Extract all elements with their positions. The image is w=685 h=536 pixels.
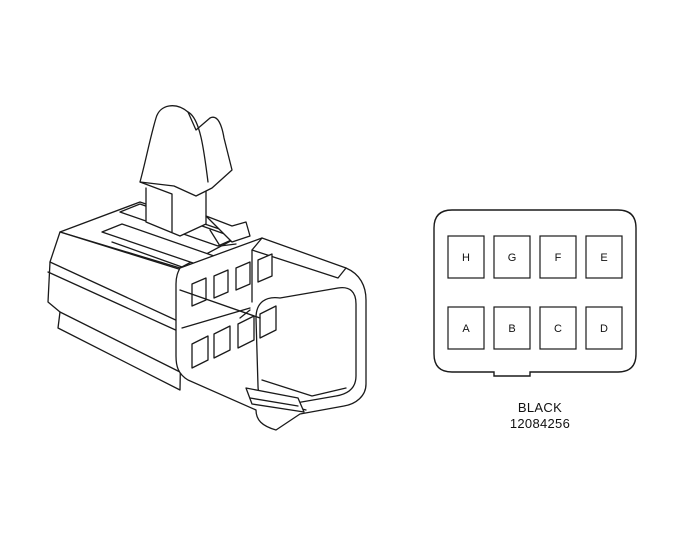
connector-part-number: 12084256	[509, 416, 571, 431]
pin-cavity-box	[585, 306, 623, 350]
pin-cavity: H	[447, 235, 485, 279]
pin-label-h: H	[462, 252, 470, 264]
pin-cavity: D	[585, 306, 623, 350]
pin-cavity-box	[447, 306, 485, 350]
pin-cavity: E	[585, 235, 623, 279]
pin-cavity: C	[539, 306, 577, 350]
pin-label-e: E	[600, 252, 607, 264]
pin-cavity: F	[539, 235, 577, 279]
pin-cavity-box	[585, 235, 623, 279]
pin-label-g: G	[508, 252, 517, 264]
connector-face-view: H G F E A B C D	[433, 209, 637, 377]
pin-cavity: G	[493, 235, 531, 279]
pin-grid: H G F E A B C D	[447, 235, 623, 350]
pin-label-f: F	[555, 252, 562, 264]
pin-cavity: B	[493, 306, 531, 350]
pin-label-c: C	[554, 323, 562, 335]
pin-cavity-box	[493, 306, 531, 350]
pin-cavity-box	[539, 235, 577, 279]
connector-isometric-drawing	[47, 105, 367, 431]
pin-label-a: A	[462, 323, 470, 335]
pin-cavity-box	[493, 235, 531, 279]
pin-label-b: B	[508, 323, 515, 335]
face-outline	[433, 209, 637, 377]
connector-color-label: BLACK	[517, 400, 563, 415]
pin-cavity: A	[447, 306, 485, 350]
pin-label-d: D	[600, 323, 608, 335]
pin-cavity-box	[539, 306, 577, 350]
pin-cavity-box	[447, 235, 485, 279]
